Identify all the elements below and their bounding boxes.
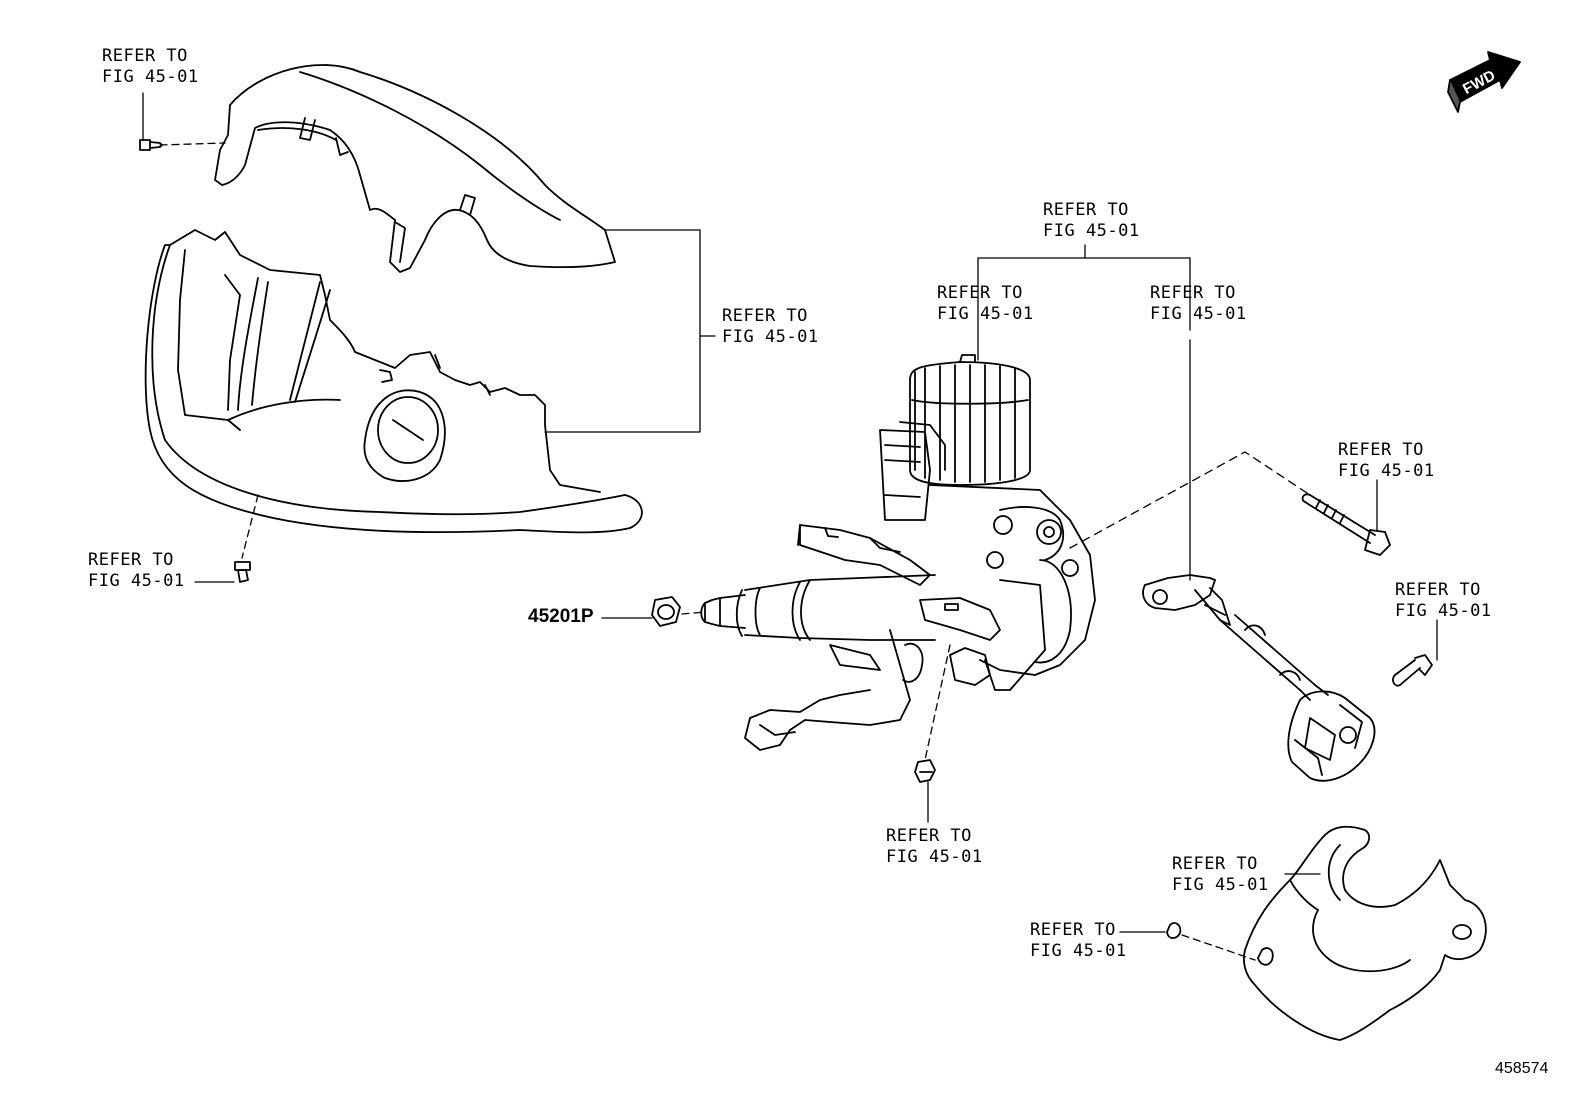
- callout-line2: FIG 45-01: [102, 67, 199, 87]
- callout-column-cover[interactable]: REFER TO FIG 45-01: [722, 306, 819, 348]
- callout-screw-lower[interactable]: REFER TO FIG 45-01: [88, 550, 185, 592]
- callout-line1: REFER TO: [1338, 440, 1424, 460]
- callout-bolt-short[interactable]: REFER TO FIG 45-01: [1395, 580, 1492, 622]
- callout-line2: FIG 45-01: [937, 304, 1034, 324]
- callout-line1: REFER TO: [722, 306, 808, 326]
- callout-line1: REFER TO: [1395, 580, 1481, 600]
- callout-line2: FIG 45-01: [886, 847, 983, 867]
- callout-line2: FIG 45-01: [1150, 304, 1247, 324]
- callout-nut-bottom[interactable]: REFER TO FIG 45-01: [886, 826, 983, 868]
- upper-column-cover: [214, 64, 616, 273]
- callout-line2: FIG 45-01: [1030, 941, 1127, 961]
- leaders: [142, 92, 1438, 961]
- callout-clip[interactable]: REFER TO FIG 45-01: [1030, 920, 1127, 962]
- callout-line1: REFER TO: [1150, 283, 1236, 303]
- callout-line2: FIG 45-01: [1043, 221, 1140, 241]
- figure-id: 458574: [1495, 1060, 1549, 1077]
- intermediate-shaft: [1142, 574, 1376, 782]
- callout-line1: REFER TO: [1030, 920, 1116, 940]
- callout-line2: FIG 45-01: [1172, 875, 1269, 895]
- callout-line1: REFER TO: [886, 826, 972, 846]
- callout-line1: REFER TO: [937, 283, 1023, 303]
- callout-line1: REFER TO: [102, 46, 188, 66]
- callout-column-top[interactable]: REFER TO FIG 45-01: [1043, 200, 1140, 242]
- steering-column-assembly: [700, 354, 1096, 751]
- callout-bolt-long[interactable]: REFER TO FIG 45-01: [1338, 440, 1435, 482]
- callout-column-left[interactable]: REFER TO FIG 45-01: [937, 283, 1034, 325]
- lower-column-cover: [144, 229, 643, 534]
- callout-line2: FIG 45-01: [1338, 461, 1435, 481]
- callout-line2: FIG 45-01: [1395, 601, 1492, 621]
- column-boot: [1242, 825, 1487, 1041]
- callout-line1: REFER TO: [1043, 200, 1129, 220]
- callout-boot[interactable]: REFER TO FIG 45-01: [1172, 854, 1269, 896]
- part-number-label[interactable]: 45201P: [528, 606, 594, 627]
- callout-line2: FIG 45-01: [722, 327, 819, 347]
- fwd-arrow-icon: [1447, 51, 1521, 113]
- callout-shaft-right[interactable]: REFER TO FIG 45-01: [1150, 283, 1247, 325]
- callout-line1: REFER TO: [1172, 854, 1258, 874]
- callout-line1: REFER TO: [88, 550, 174, 570]
- fasteners: [139, 139, 1433, 940]
- callout-screw-top[interactable]: REFER TO FIG 45-01: [102, 46, 199, 88]
- callout-line2: FIG 45-01: [88, 571, 185, 591]
